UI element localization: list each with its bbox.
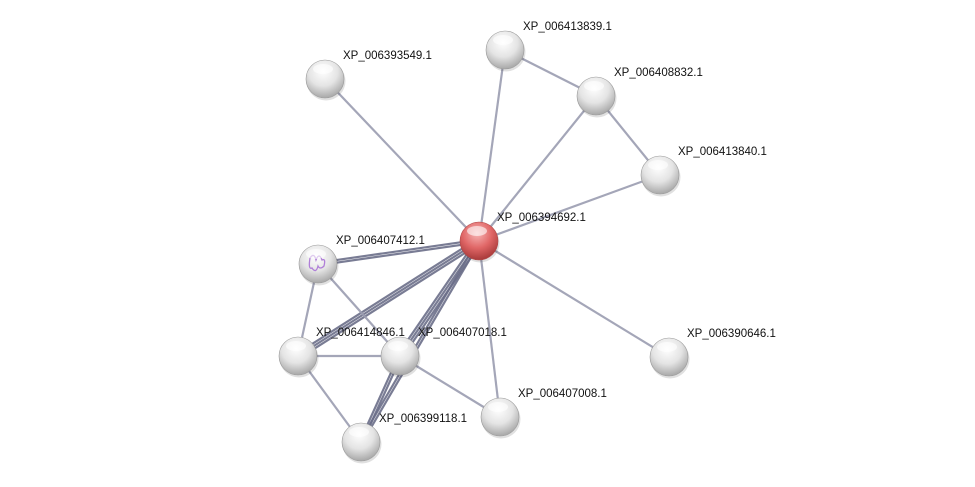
edge-line[interactable]	[477, 240, 502, 418]
node-highlight	[493, 35, 513, 45]
edge-line[interactable]	[296, 237, 479, 355]
protein-node[interactable]: XP_006408832.1	[576, 67, 703, 118]
node-label: XP_006414846.1	[316, 327, 405, 339]
edge-line[interactable]	[324, 78, 480, 242]
edge-line[interactable]	[297, 240, 480, 357]
edge-line[interactable]	[477, 49, 507, 242]
node-highlight	[657, 342, 677, 352]
protein-node[interactable]: XP_006407018.1	[380, 327, 507, 378]
protein-structure-icon	[308, 254, 326, 272]
node-label: XP_006408832.1	[614, 67, 703, 79]
node-highlight	[313, 64, 333, 74]
edge-line[interactable]	[396, 238, 478, 356]
node-highlight	[584, 81, 604, 91]
node-highlight	[488, 402, 508, 412]
node-label: XP_006393549.1	[343, 50, 432, 62]
protein-node[interactable]: XP_006413839.1	[485, 21, 612, 72]
protein-node[interactable]: XP_006399118.1	[341, 413, 467, 464]
edge-line[interactable]	[317, 238, 479, 264]
node-label: XP_006407412.1	[336, 235, 425, 247]
node-label: XP_006390646.1	[687, 328, 776, 340]
node-label: XP_006407018.1	[418, 327, 507, 339]
node-highlight	[467, 226, 487, 236]
edge-line[interactable]	[318, 241, 480, 267]
edge-line[interactable]	[399, 355, 501, 418]
node-label: XP_006407008.1	[518, 388, 607, 400]
node-highlight	[306, 249, 326, 259]
node-highlight	[648, 160, 668, 170]
edge-line[interactable]	[317, 263, 401, 357]
edge-line[interactable]	[358, 239, 479, 442]
query-node[interactable]: XP_006394692.1	[459, 212, 586, 263]
edge-line[interactable]	[478, 240, 670, 358]
node-label: XP_006399118.1	[379, 413, 467, 425]
edge-line[interactable]	[478, 173, 661, 243]
protein-node[interactable]: XP_006390646.1	[649, 328, 776, 379]
edge-line[interactable]	[361, 241, 482, 444]
protein-node[interactable]: XP_006393549.1	[305, 50, 432, 101]
protein-node[interactable]: XP_006414846.1	[278, 327, 405, 378]
node-label: XP_006394692.1	[497, 212, 586, 224]
protein-node[interactable]: XP_006413840.1	[640, 146, 767, 197]
node-label: XP_006413839.1	[523, 21, 612, 33]
protein-node[interactable]: XP_006407008.1	[480, 388, 607, 439]
node-highlight	[349, 427, 369, 437]
protein-node[interactable]: XP_006407412.1	[298, 235, 425, 286]
node-highlight	[286, 341, 306, 351]
edge-line[interactable]	[298, 242, 481, 360]
node-highlight	[388, 341, 408, 351]
node-label: XP_006413840.1	[678, 146, 767, 158]
edge-line[interactable]	[478, 95, 597, 242]
